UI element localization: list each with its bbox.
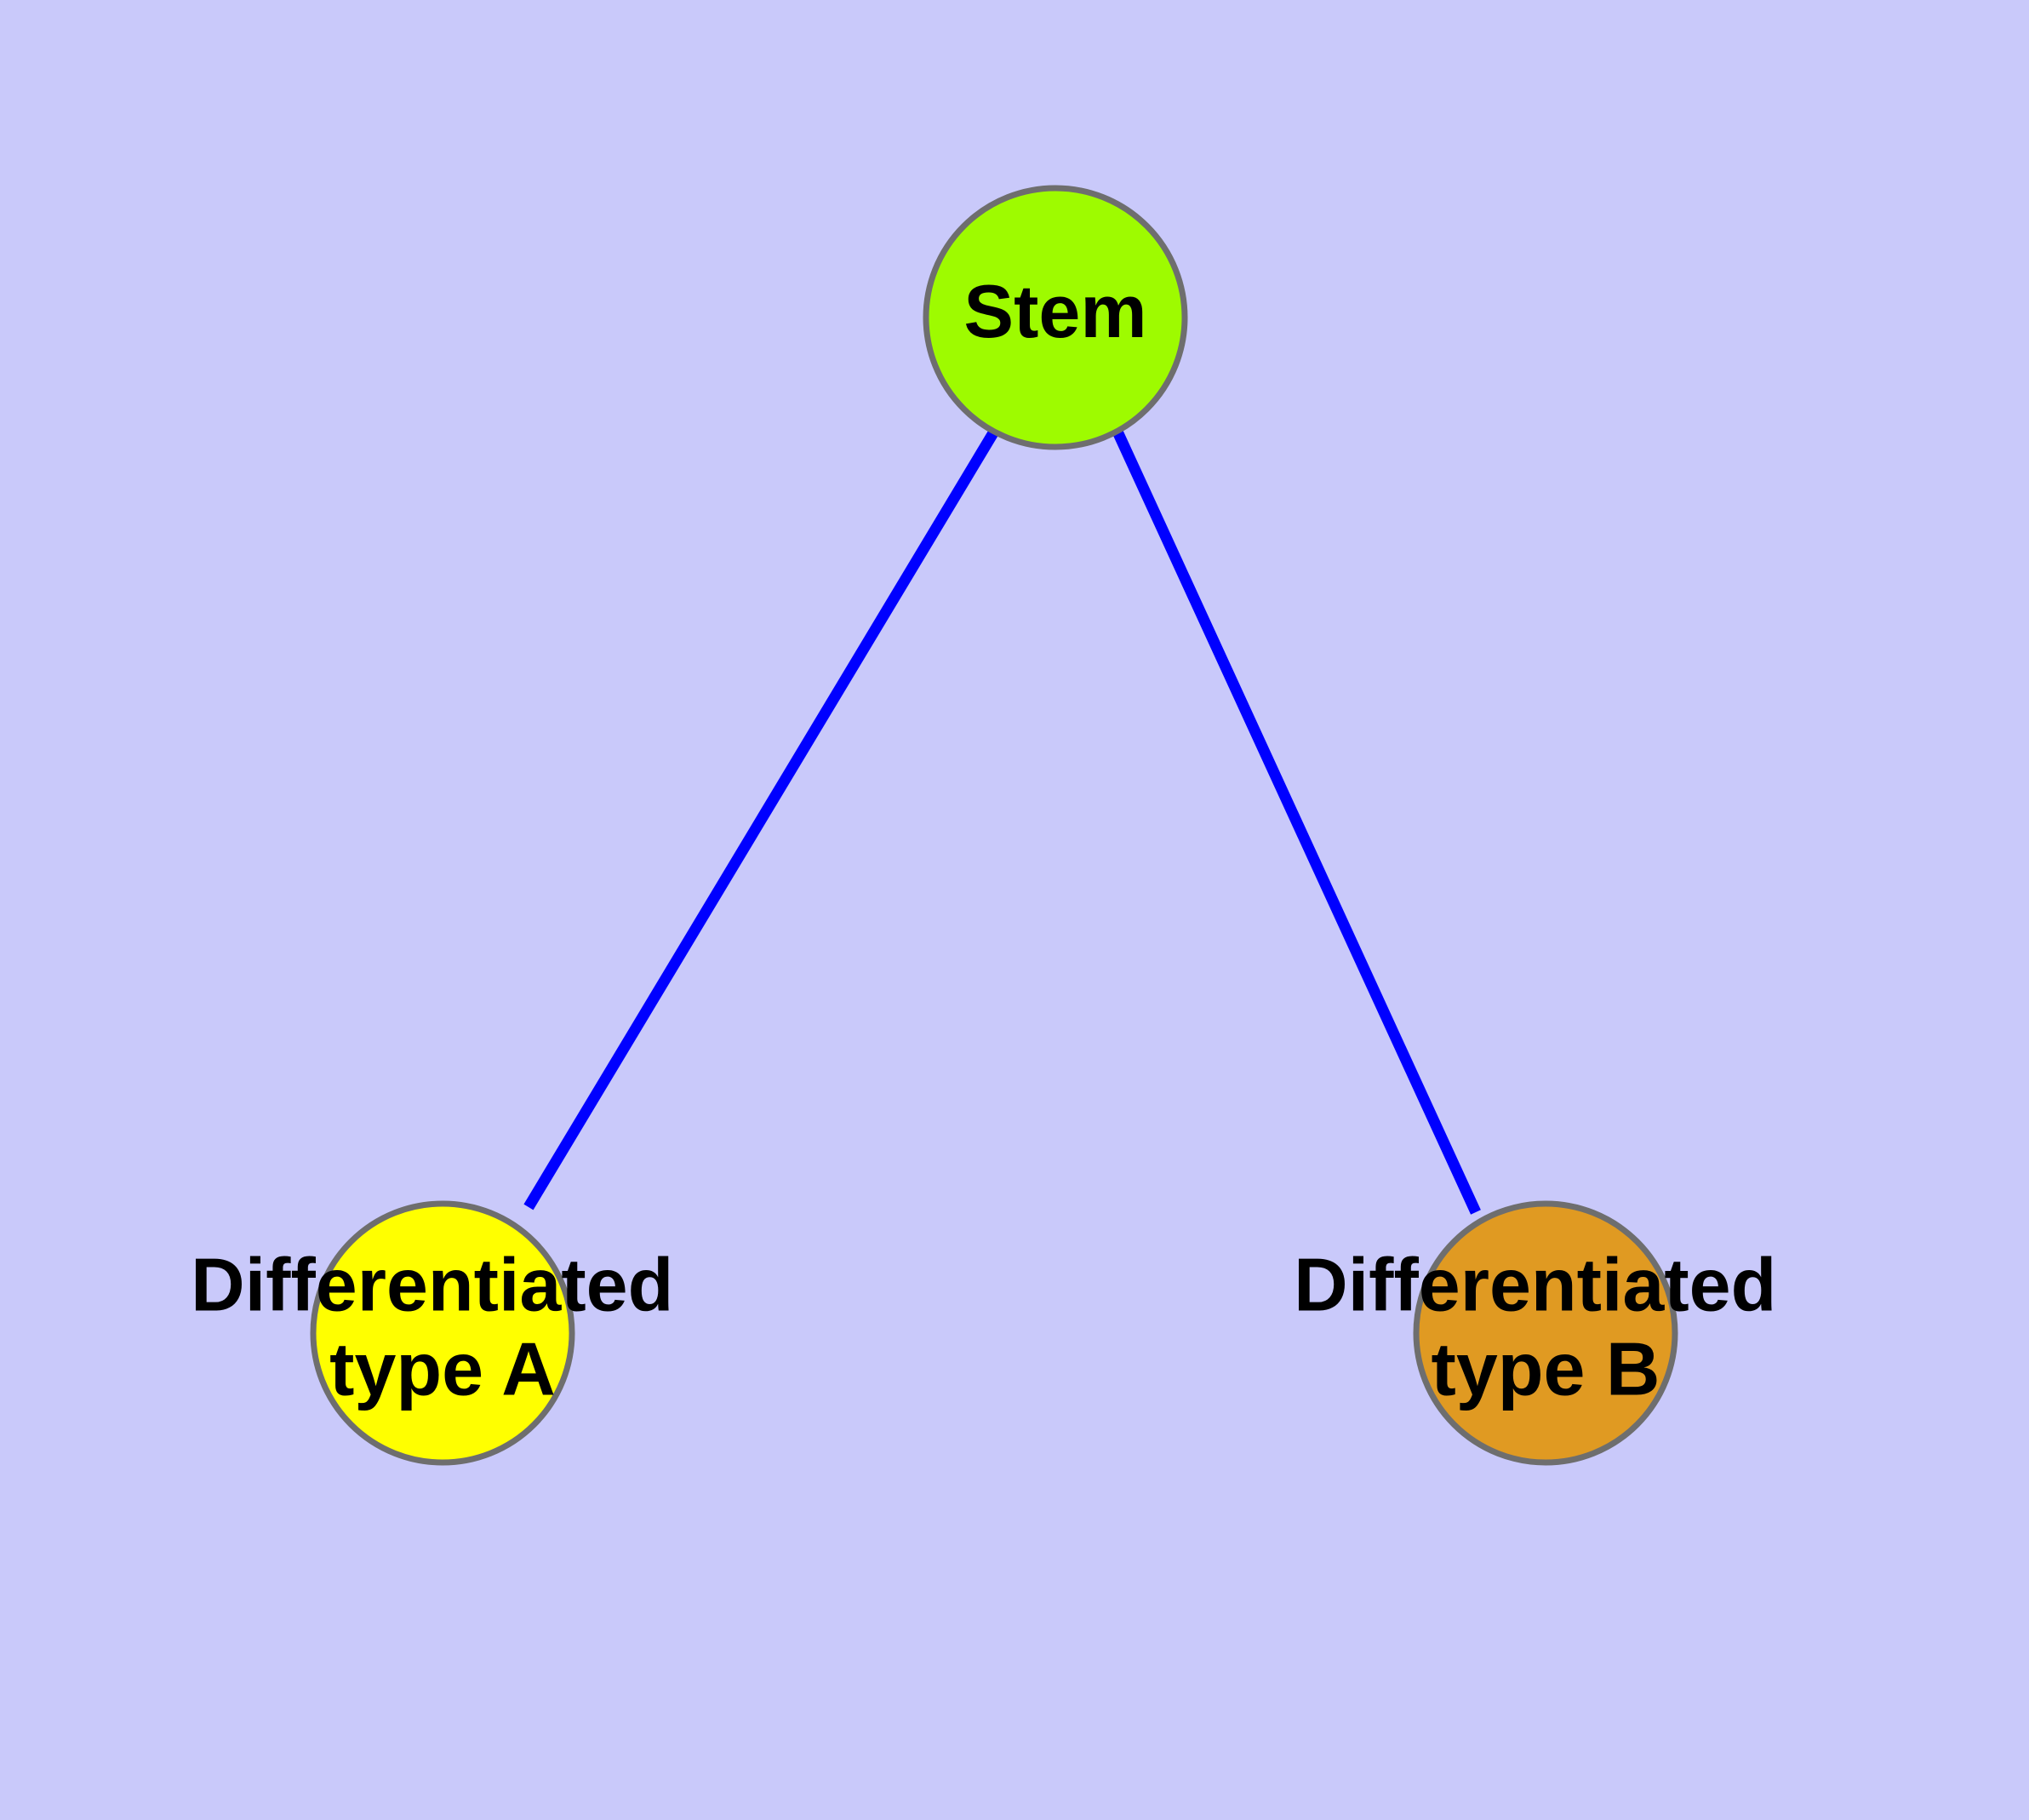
node-differentiated-type-b-label-line2: type B xyxy=(1432,1327,1660,1411)
node-stem-label-line1: Stem xyxy=(963,269,1146,353)
node-stem[interactable] xyxy=(923,185,1188,450)
edge-stem-to-differentiated-type-a[interactable] xyxy=(523,428,999,1210)
node-layer xyxy=(310,185,1678,1466)
node-stem-circle[interactable] xyxy=(923,185,1188,450)
node-differentiated-type-b-label-line1: Differentiated xyxy=(1294,1243,1776,1327)
node-differentiated-type-b-circle[interactable] xyxy=(1413,1200,1678,1466)
label-layer: Stem Differentiated type A Differentiate… xyxy=(191,269,1798,1411)
node-differentiated-type-a-label-line2: type A xyxy=(329,1327,556,1411)
node-differentiated-type-b-label: Differentiated type B xyxy=(1294,1243,1798,1411)
edge-layer xyxy=(523,428,1481,1215)
node-differentiated-type-b[interactable] xyxy=(1413,1200,1678,1466)
node-differentiated-type-a[interactable] xyxy=(310,1200,575,1466)
node-stem-label: Stem xyxy=(963,269,1146,353)
edge-stem-to-differentiated-type-b[interactable] xyxy=(1112,429,1481,1215)
node-differentiated-type-a-circle[interactable] xyxy=(310,1200,575,1466)
node-differentiated-type-a-label-line1: Differentiated xyxy=(191,1243,673,1327)
node-differentiated-type-a-label: Differentiated type A xyxy=(191,1243,694,1411)
